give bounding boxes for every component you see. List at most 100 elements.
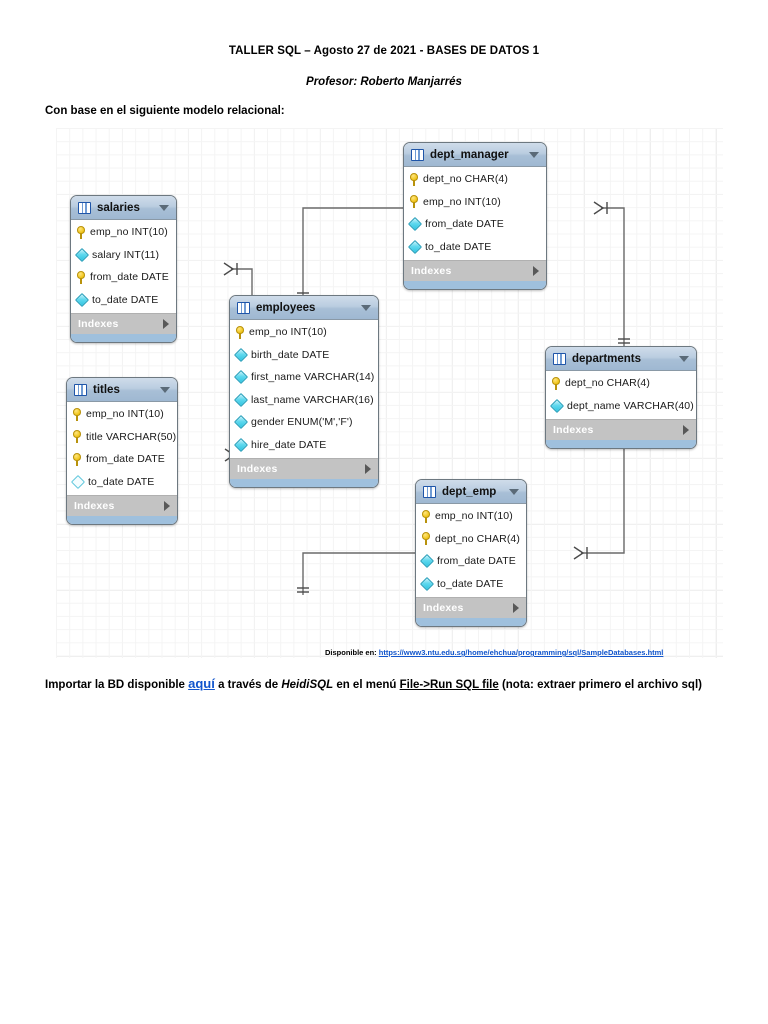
key-icon bbox=[236, 325, 244, 339]
footer-instruction: Importar la BD disponible aquí a través … bbox=[45, 676, 702, 691]
field-label: to_date DATE bbox=[425, 240, 492, 253]
chevron-down-icon[interactable] bbox=[159, 204, 169, 211]
diamond-icon bbox=[74, 292, 90, 307]
diamond-icon bbox=[419, 576, 435, 591]
field-row[interactable]: emp_no INT(10) bbox=[67, 403, 177, 426]
field-row[interactable]: title VARCHAR(50) bbox=[67, 426, 177, 449]
field-row[interactable]: emp_no INT(10) bbox=[71, 221, 176, 244]
chevron-right-icon[interactable] bbox=[513, 603, 519, 613]
field-row[interactable]: to_date DATE bbox=[67, 471, 177, 494]
field-label: dept_no CHAR(4) bbox=[435, 532, 520, 545]
indexes-label: Indexes bbox=[78, 318, 119, 330]
field-label: from_date DATE bbox=[90, 271, 169, 284]
table-name: dept_emp bbox=[442, 485, 497, 498]
heidisql-name: HeidiSQL bbox=[281, 679, 334, 691]
table-name: titles bbox=[93, 383, 120, 396]
footer-part3: en el menú bbox=[333, 679, 400, 691]
er-table-dept_manager[interactable]: dept_manager dept_no CHAR(4) emp_no INT(10… bbox=[403, 142, 547, 290]
table-footer-strip bbox=[67, 516, 177, 524]
table-name: employees bbox=[256, 301, 316, 314]
field-label: to_date DATE bbox=[92, 293, 159, 306]
table-fields: emp_no INT(10)salary INT(11) from_date DA… bbox=[71, 220, 176, 313]
table-icon bbox=[78, 201, 91, 214]
diamond-icon bbox=[407, 217, 423, 232]
diamond-icon bbox=[233, 415, 249, 430]
source-link[interactable]: https://www3.ntu.edu.sg/home/ehchua/prog… bbox=[378, 648, 664, 657]
footer-part1: Importar la BD disponible bbox=[45, 679, 189, 691]
chevron-right-icon[interactable] bbox=[164, 501, 170, 511]
indexes-bar[interactable]: Indexes bbox=[230, 458, 378, 479]
menu-path: File->Run SQL file bbox=[399, 679, 499, 691]
chevron-down-icon[interactable] bbox=[529, 151, 539, 158]
field-row[interactable]: to_date DATE bbox=[416, 573, 526, 596]
chevron-down-icon[interactable] bbox=[361, 304, 371, 311]
field-row[interactable]: dept_no CHAR(4) bbox=[546, 372, 696, 395]
field-row[interactable]: dept_no CHAR(4) bbox=[404, 168, 546, 191]
field-label: from_date DATE bbox=[86, 453, 165, 466]
key-icon bbox=[410, 172, 418, 186]
indexes-bar[interactable]: Indexes bbox=[404, 260, 546, 281]
field-row[interactable]: from_date DATE bbox=[416, 550, 526, 573]
table-name: departments bbox=[572, 352, 642, 365]
indexes-bar[interactable]: Indexes bbox=[416, 597, 526, 618]
field-row[interactable]: dept_name VARCHAR(40) bbox=[546, 395, 696, 418]
chevron-down-icon[interactable] bbox=[509, 488, 519, 495]
field-row[interactable]: emp_no INT(10) bbox=[230, 321, 378, 344]
field-label: dept_no CHAR(4) bbox=[423, 173, 508, 186]
page-title: TALLER SQL – Agosto 27 de 2021 - BASES D… bbox=[228, 45, 540, 57]
er-table-departments[interactable]: departments dept_no CHAR(4) dept_name VARC… bbox=[545, 346, 697, 449]
field-row[interactable]: emp_no INT(10) bbox=[416, 505, 526, 528]
footer-part4: (nota: extraer primero el archivo sql) bbox=[498, 679, 702, 691]
table-footer-strip bbox=[71, 334, 176, 342]
table-header-departments[interactable]: departments bbox=[546, 347, 696, 371]
field-row[interactable]: to_date DATE bbox=[71, 289, 176, 312]
field-label: from_date DATE bbox=[425, 218, 504, 231]
field-label: gender ENUM('M','F') bbox=[251, 416, 353, 429]
field-row[interactable]: gender ENUM('M','F') bbox=[230, 411, 378, 434]
chevron-right-icon[interactable] bbox=[683, 425, 689, 435]
diamond-icon bbox=[233, 370, 249, 385]
field-row[interactable]: first_name VARCHAR(14) bbox=[230, 366, 378, 389]
chevron-right-icon[interactable] bbox=[163, 319, 169, 329]
table-footer-strip bbox=[404, 281, 546, 289]
table-icon bbox=[411, 148, 424, 161]
field-row[interactable]: from_date DATE bbox=[67, 448, 177, 471]
indexes-bar[interactable]: Indexes bbox=[67, 495, 177, 516]
indexes-label: Indexes bbox=[237, 463, 278, 475]
chevron-right-icon[interactable] bbox=[533, 266, 539, 276]
field-label: title VARCHAR(50) bbox=[86, 430, 177, 443]
field-row[interactable]: birth_date DATE bbox=[230, 344, 378, 367]
chevron-right-icon[interactable] bbox=[365, 464, 371, 474]
chevron-down-icon[interactable] bbox=[160, 386, 170, 393]
key-icon bbox=[422, 509, 430, 523]
field-row[interactable]: hire_date DATE bbox=[230, 434, 378, 457]
table-header-dept_emp[interactable]: dept_emp bbox=[416, 480, 526, 504]
field-row[interactable]: salary INT(11) bbox=[71, 244, 176, 267]
indexes-bar[interactable]: Indexes bbox=[71, 313, 176, 334]
field-row[interactable]: last_name VARCHAR(16) bbox=[230, 389, 378, 412]
er-table-titles[interactable]: titles emp_no INT(10) title VARCHAR(50) fro… bbox=[66, 377, 178, 525]
field-row[interactable]: from_date DATE bbox=[71, 266, 176, 289]
field-row[interactable]: from_date DATE bbox=[404, 213, 546, 236]
table-header-titles[interactable]: titles bbox=[67, 378, 177, 402]
aqui-link[interactable]: aquí bbox=[188, 676, 215, 691]
table-header-employees[interactable]: employees bbox=[230, 296, 378, 320]
table-icon bbox=[237, 301, 250, 314]
field-row[interactable]: dept_no CHAR(4) bbox=[416, 528, 526, 551]
indexes-bar[interactable]: Indexes bbox=[546, 419, 696, 440]
er-table-dept_emp[interactable]: dept_emp emp_no INT(10) dept_no CHAR(4) fro… bbox=[415, 479, 527, 627]
field-label: emp_no INT(10) bbox=[86, 408, 164, 421]
table-header-dept_manager[interactable]: dept_manager bbox=[404, 143, 546, 167]
table-icon bbox=[423, 485, 436, 498]
chevron-down-icon[interactable] bbox=[679, 355, 689, 362]
source-label: Disponible en: bbox=[325, 648, 377, 657]
diamond-icon bbox=[74, 247, 90, 262]
field-row[interactable]: emp_no INT(10) bbox=[404, 191, 546, 214]
source-line: Disponible en: https://www3.ntu.edu.sg/h… bbox=[325, 648, 663, 657]
field-label: dept_no CHAR(4) bbox=[565, 377, 650, 390]
field-row[interactable]: to_date DATE bbox=[404, 236, 546, 259]
table-header-salaries[interactable]: salaries bbox=[71, 196, 176, 220]
diamond-icon bbox=[233, 347, 249, 362]
